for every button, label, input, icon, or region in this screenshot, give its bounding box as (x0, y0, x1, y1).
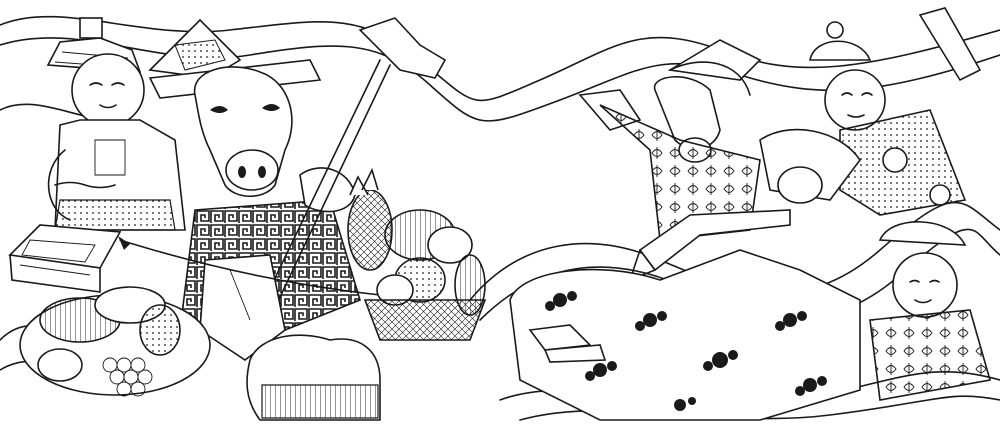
fruit-basket (347, 167, 487, 341)
musician-figure (46, 17, 186, 231)
cloud-pattern-robe (509, 249, 861, 421)
boot (246, 334, 381, 421)
child-in-cap (869, 221, 992, 401)
fruit-plate (19, 286, 211, 397)
horn-player (629, 128, 861, 281)
horsehead-fiddle (118, 17, 447, 361)
ornate-box (8, 224, 122, 293)
cow-in-robe (578, 39, 762, 241)
child-raised-arms (809, 7, 982, 216)
